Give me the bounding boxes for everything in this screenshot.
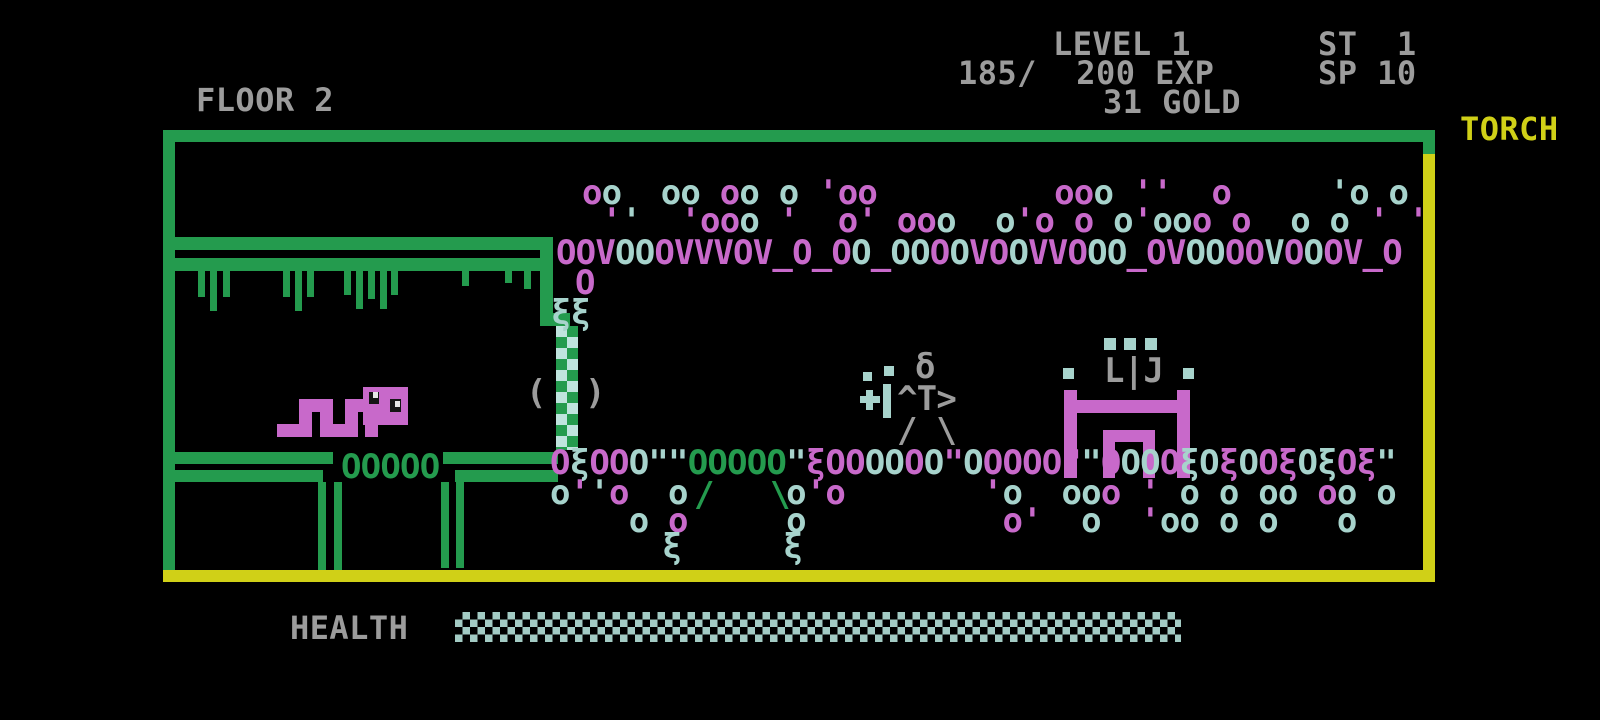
- squiggle-glyph: ξ: [662, 527, 682, 567]
- drip: [198, 271, 205, 297]
- doorway-parens: ( ): [526, 373, 605, 413]
- health-bar: [455, 612, 1181, 642]
- gate-dot: [1063, 368, 1074, 379]
- snake-eye-glint: [395, 401, 400, 407]
- snake-eye: [369, 392, 379, 404]
- border-left: [163, 142, 175, 570]
- backslash-mark: \: [770, 475, 790, 515]
- wisp-dot: [884, 366, 894, 376]
- gate-inner-leg: [1103, 430, 1115, 478]
- border-bottom: [163, 570, 1435, 582]
- platform-line-bottom-lower-right: [455, 470, 558, 482]
- drip: [283, 271, 290, 297]
- platform-stub: [540, 313, 570, 326]
- gate-inner-top: [1103, 430, 1155, 442]
- scatter-row: oo oo oo o 'oo ooo '' o 'o o: [582, 173, 1409, 213]
- drip: [462, 271, 469, 286]
- wisp-plus: [866, 390, 873, 410]
- level-stat: LEVEL 1: [1053, 25, 1192, 63]
- pillar: [334, 482, 342, 570]
- snake-eye-glint: [373, 392, 378, 398]
- strength-stat: ST 1: [1318, 25, 1417, 63]
- gate-ornament: L|J: [1104, 351, 1164, 391]
- squiggle-glyph: ξ: [783, 527, 803, 567]
- player-body: ^T>: [897, 379, 957, 419]
- drip: [295, 271, 302, 311]
- platform-line-bottom-lower-left: [175, 470, 323, 482]
- scatter-row: o o o o' o 'oo o o o: [628, 501, 1358, 541]
- platform-line-top-lower: [175, 258, 540, 271]
- pillar: [441, 482, 449, 568]
- wisp-bar: [883, 384, 891, 418]
- drip: [356, 271, 363, 309]
- drip: [380, 271, 387, 309]
- platform-line-bottom-upper-left: [175, 452, 333, 464]
- terrain-glyph: O: [575, 263, 595, 303]
- ladder: [556, 326, 578, 450]
- gate-top-bar: [1064, 400, 1190, 413]
- terrain-row-upper: OOVOOOVVVOV_O_OO_OOOOVOOVVOOO_OVOOOOVOOO…: [556, 233, 1403, 273]
- pillar: [318, 482, 326, 570]
- gate-dot: [1145, 338, 1157, 350]
- platform-line-top-upper: [175, 237, 553, 250]
- platform-windows: OOOOO: [341, 447, 440, 487]
- drip: [210, 271, 217, 311]
- border-right: [1423, 154, 1435, 582]
- drip: [505, 271, 512, 283]
- exp-stat: 185/ 200 EXP: [958, 54, 1215, 92]
- equipped-item-label: TORCH: [1460, 110, 1559, 148]
- slash-mark: /: [694, 475, 714, 515]
- platform-line-bottom-upper-right: [443, 452, 558, 464]
- squiggle-glyph: ξξ: [551, 293, 591, 333]
- pillar: [456, 482, 464, 568]
- wisp-dot: [863, 372, 872, 381]
- drip: [524, 271, 531, 289]
- drip: [344, 271, 351, 295]
- drip: [391, 271, 398, 295]
- gate-dot: [1183, 368, 1194, 379]
- floor-indicator: FLOOR 2: [196, 81, 335, 119]
- player-legs: / \: [897, 411, 957, 451]
- gate-dot: [1124, 338, 1136, 350]
- border-top: [163, 130, 1435, 142]
- scatter-row: o''o o o'o 'o ooo ' o o oo oo o: [550, 473, 1397, 513]
- gold-stat: 31 GOLD: [1103, 83, 1242, 121]
- border-right-upper: [1423, 130, 1435, 154]
- drip: [368, 271, 375, 299]
- health-label: HEALTH: [290, 609, 409, 647]
- player-head: δ: [915, 347, 935, 387]
- drip: [223, 271, 230, 297]
- gate-inner-leg: [1143, 430, 1155, 478]
- gate-dot: [1104, 338, 1116, 350]
- terrain-row-lower: OξOOO""OOOOO"ξOOOOOO"OOOOO""OOOOξOξOOξOξ…: [550, 443, 1397, 483]
- sp-stat: SP 10: [1318, 54, 1417, 92]
- drip: [307, 271, 314, 297]
- scatter-row: '' 'ooo ' o' ooo o'o o o'ooo o o o ' ': [601, 201, 1429, 241]
- platform-corner: [540, 237, 553, 326]
